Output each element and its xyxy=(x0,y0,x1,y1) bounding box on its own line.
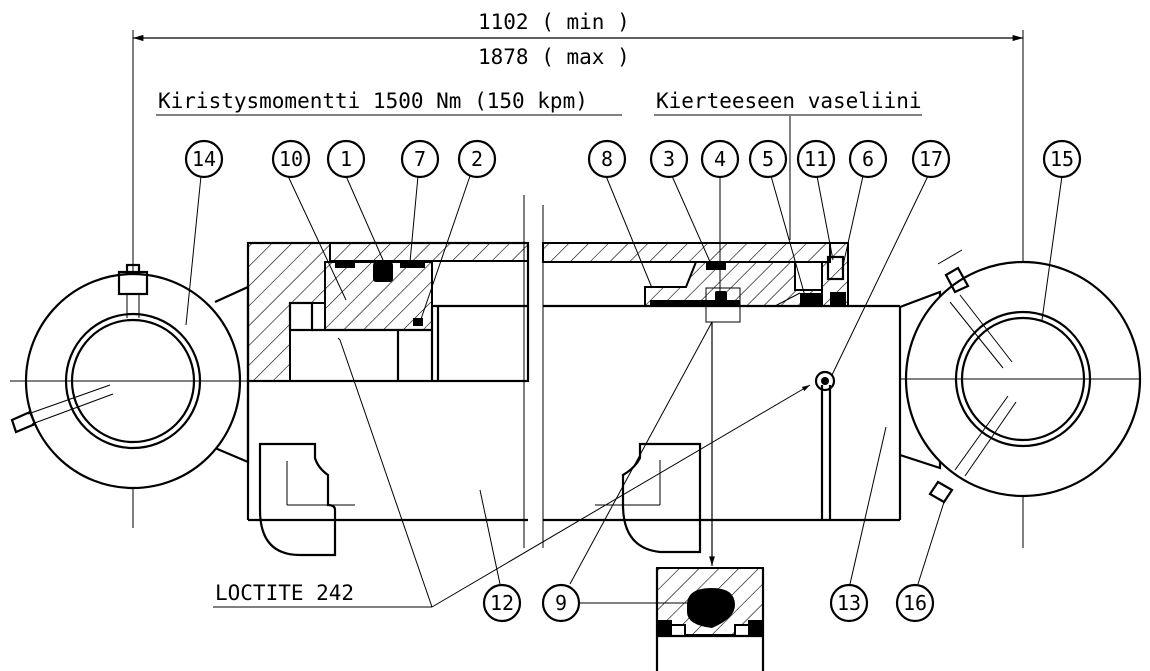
loctite-note: LOCTITE 242 xyxy=(215,581,354,605)
svg-text:7: 7 xyxy=(414,147,426,171)
balloon-7: 7 xyxy=(400,139,440,179)
balloon-17: 17 xyxy=(911,139,951,179)
balloon-4: 4 xyxy=(700,139,740,179)
cylinder-right-section xyxy=(542,242,902,554)
svg-text:6: 6 xyxy=(862,147,874,171)
balloon-3: 3 xyxy=(649,139,689,179)
balloon-5: 5 xyxy=(748,139,788,179)
balloon-16: 16 xyxy=(895,583,935,623)
svg-text:11: 11 xyxy=(804,147,828,171)
torque-note: Kiristysmomentti 1500 Nm (150 kpm) xyxy=(158,89,588,113)
svg-text:14: 14 xyxy=(192,147,216,171)
svg-text:2: 2 xyxy=(471,147,483,171)
svg-text:15: 15 xyxy=(1050,147,1074,171)
balloon-11: 11 xyxy=(796,139,836,179)
svg-text:9: 9 xyxy=(555,591,567,615)
balloon-10: 10 xyxy=(271,139,311,179)
left-eye xyxy=(10,263,260,490)
dimension-max-label: 1878 ( max ) xyxy=(478,45,630,69)
balloon-12: 12 xyxy=(482,583,522,623)
svg-text:3: 3 xyxy=(663,147,675,171)
svg-text:4: 4 xyxy=(714,147,726,171)
seal-detail-view xyxy=(655,567,765,671)
svg-text:10: 10 xyxy=(279,147,303,171)
svg-text:13: 13 xyxy=(837,591,861,615)
cylinder-left-section xyxy=(246,241,530,557)
balloon-9: 9 xyxy=(541,583,581,623)
svg-text:8: 8 xyxy=(601,147,613,171)
right-eye xyxy=(899,249,1142,504)
balloon-1: 1 xyxy=(326,139,366,179)
svg-text:17: 17 xyxy=(919,147,943,171)
balloon-2: 2 xyxy=(457,139,497,179)
dimension-min-label: 1102 ( min ) xyxy=(478,10,630,34)
vaseline-note: Kierteeseen vaseliini xyxy=(656,89,922,113)
svg-text:5: 5 xyxy=(762,147,774,171)
leader-lines xyxy=(185,116,1063,608)
svg-text:12: 12 xyxy=(490,591,514,615)
balloon-14: 14 xyxy=(184,139,224,179)
overall-dimension: 1102 ( min ) 1878 ( max ) xyxy=(132,10,1024,548)
balloon-6: 6 xyxy=(848,139,888,179)
balloon-15: 15 xyxy=(1042,139,1082,179)
balloon-8: 8 xyxy=(587,139,627,179)
svg-text:1: 1 xyxy=(340,147,352,171)
balloon-13: 13 xyxy=(829,583,869,623)
svg-text:16: 16 xyxy=(903,591,927,615)
